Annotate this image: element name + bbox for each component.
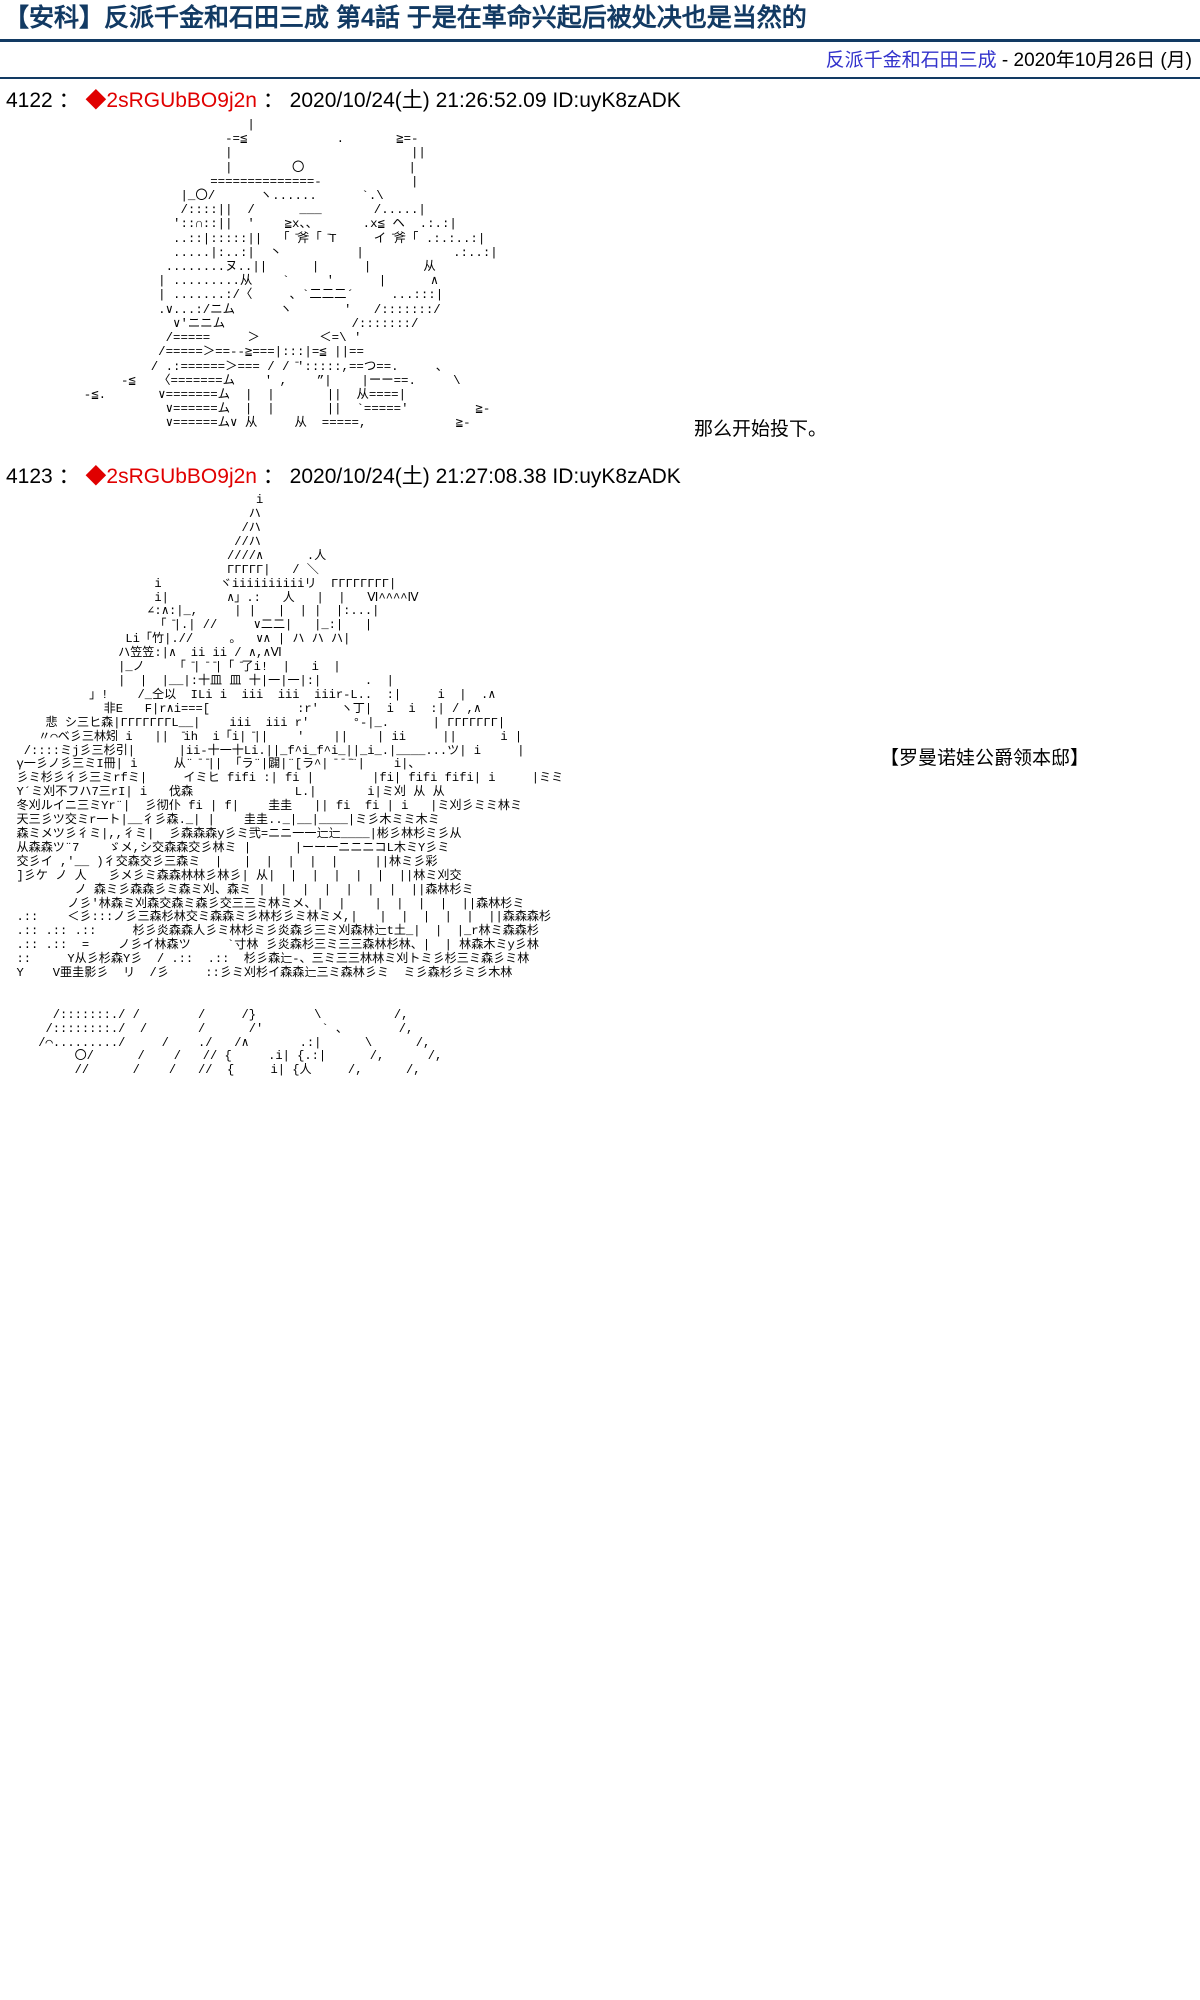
post-number[interactable]: 4123 bbox=[6, 464, 53, 488]
thread-page: 【安科】反派千金和石田三成 第4話 于是在革命兴起后被处决也是当然的 反派千金和… bbox=[0, 0, 1200, 1079]
breadcrumb-separator: - bbox=[996, 49, 1014, 71]
post-number[interactable]: 4122 bbox=[6, 88, 53, 112]
ascii-art: i ハ /ハ //ハ ////∧ .人 ΓΓΓΓΓ| / ＼ bbox=[16, 494, 564, 1078]
post-user-id: ID:uyK8zADK bbox=[552, 464, 681, 488]
location-caption: 【罗曼诺娃公爵领本邸】 bbox=[880, 748, 1090, 770]
trip-marker: ◆ bbox=[85, 88, 107, 112]
post-datetime: 2020/10/24(土) 21:26:52.09 bbox=[289, 88, 547, 112]
post-separator-2: ： bbox=[262, 464, 284, 488]
post: 4123 ： ◆2sRGUbBO9j2n ： 2020/10/24(土) 21:… bbox=[0, 455, 1200, 1079]
thread-header: 【安科】反派千金和石田三成 第4話 于是在革命兴起后被处决也是当然的 反派千金和… bbox=[0, 0, 1200, 79]
breadcrumb: 反派千金和石田三成 - 2020年10月26日 (月) bbox=[0, 42, 1200, 77]
post-spacer bbox=[0, 445, 1200, 455]
post: 4122 ： ◆2sRGUbBO9j2n ： 2020/10/24(土) 21:… bbox=[0, 79, 1200, 455]
post-body: i ハ /ハ //ハ ////∧ .人 ΓΓΓΓΓ| / ＼ bbox=[0, 494, 1200, 1078]
trip-marker: ◆ bbox=[85, 464, 107, 488]
post-header: 4123 ： ◆2sRGUbBO9j2n ： 2020/10/24(土) 21:… bbox=[0, 455, 1200, 495]
post-header: 4122 ： ◆2sRGUbBO9j2n ： 2020/10/24(土) 21:… bbox=[0, 79, 1200, 119]
post-separator-1: ： bbox=[58, 464, 80, 488]
post-user-id: ID:uyK8zADK bbox=[552, 88, 681, 112]
post-datetime: 2020/10/24(土) 21:27:08.38 bbox=[289, 464, 547, 488]
ascii-art: | -=≦ . ≧=- | || | 〇 | bbox=[83, 118, 498, 431]
post-separator-2: ： bbox=[262, 88, 284, 112]
post-author-trip[interactable]: 2sRGUbBO9j2n bbox=[106, 464, 257, 488]
post-author-trip[interactable]: 2sRGUbBO9j2n bbox=[106, 88, 257, 112]
post-body: | -=≦ . ≧=- | || | 〇 | bbox=[0, 118, 1200, 445]
breadcrumb-divider bbox=[0, 76, 1200, 79]
board-link[interactable]: 反派千金和石田三成 bbox=[825, 49, 997, 71]
title-divider bbox=[0, 38, 1200, 42]
page-title: 【安科】反派千金和石田三成 第4話 于是在革命兴起后被处决也是当然的 bbox=[4, 4, 807, 32]
thread-date: 2020年10月26日 (月) bbox=[1013, 49, 1192, 71]
post-separator-1: ： bbox=[58, 88, 80, 112]
dialogue-text: 那么开始投下。 bbox=[694, 419, 828, 441]
